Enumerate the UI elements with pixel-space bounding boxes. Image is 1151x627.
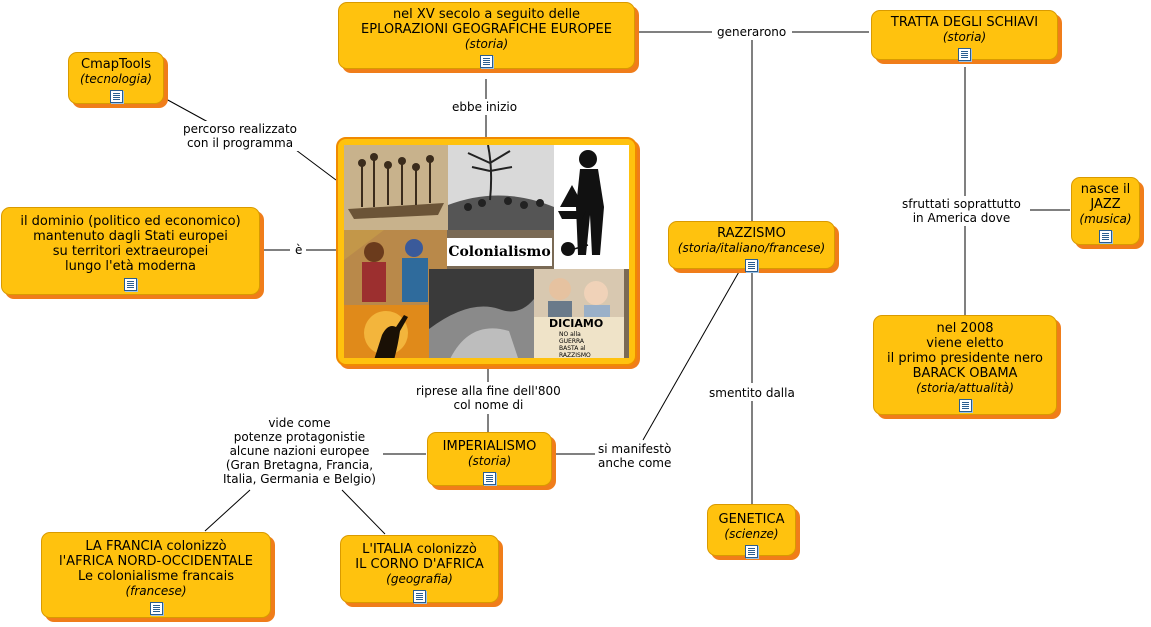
poster-text: NO alla GUERRA BASTA al RAZZISMO [559, 331, 591, 358]
node-obama-subject: (storia/attualità) [916, 381, 1014, 395]
line-vide-italia [341, 489, 386, 535]
document-icon[interactable] [958, 399, 972, 412]
node-francia-subject: (francese) [125, 584, 187, 598]
document-icon[interactable] [745, 545, 758, 558]
node-imperialismo[interactable]: IMPERIALISMO (storia) [427, 432, 552, 486]
node-cmaptools[interactable]: CmapTools (tecnologia) [68, 52, 164, 104]
node-colonialismo[interactable]: DICIAMO NO alla GUERRA BASTA al RAZZISMO… [336, 137, 637, 366]
chained-figure-picture [554, 145, 629, 269]
link-label-riprese[interactable]: riprese alla fine dell'800 col nome di [413, 383, 564, 413]
document-icon[interactable] [413, 590, 426, 603]
link-label-percorso[interactable]: percorso realizzato con il programma [180, 121, 301, 151]
colonialism-collage-image: DICIAMO NO alla GUERRA BASTA al RAZZISMO… [344, 145, 629, 358]
link-label-vide-come[interactable]: vide come potenze protagonistie alcune n… [220, 415, 379, 487]
collage-title: Colonialismo [447, 238, 552, 266]
node-razzismo[interactable]: RAZZISMO (storia/italiano/francese) [668, 221, 835, 272]
node-francia[interactable]: LA FRANCIA colonizzò l'AFRICA NORD-OCCID… [41, 532, 271, 618]
colonial-engraving-picture [448, 145, 554, 230]
link-label-e[interactable]: è [292, 242, 306, 258]
document-icon[interactable] [480, 55, 493, 68]
link-label-sfruttati[interactable]: sfruttati soprattutto in America dove [899, 196, 1024, 226]
document-icon[interactable] [483, 472, 496, 485]
node-esplorazioni-text: nel XV secolo a seguito delle EPLORAZION… [361, 7, 612, 37]
node-cmaptools-subject: (tecnologia) [80, 72, 152, 86]
node-cmaptools-text: CmapTools [81, 57, 151, 72]
node-tratta-subject: (storia) [942, 30, 987, 44]
node-tratta-text: TRATTA DEGLI SCHIAVI [890, 15, 1039, 30]
line-si-razzismo [642, 269, 741, 441]
node-jazz[interactable]: nasce il JAZZ (musica) [1071, 177, 1140, 245]
document-icon[interactable] [109, 90, 123, 103]
node-genetica-subject: (scienze) [724, 527, 779, 541]
node-jazz-subject: (musica) [1079, 212, 1132, 226]
poster-headline: DICIAMO [549, 317, 604, 330]
node-imperialismo-subject: (storia) [467, 454, 512, 468]
node-razzismo-text: RAZZISMO [717, 226, 786, 241]
line-cmap-percorso [165, 98, 209, 123]
document-icon[interactable] [745, 259, 758, 272]
node-obama-text: nel 2008 viene eletto il primo president… [887, 321, 1043, 381]
node-esplorazioni[interactable]: nel XV secolo a seguito delle EPLORAZION… [338, 2, 635, 69]
node-francia-text: LA FRANCIA colonizzò l'AFRICA NORD-OCCID… [58, 539, 254, 584]
node-dominio-text: il dominio (politico ed economico) mante… [20, 214, 241, 274]
document-icon[interactable] [124, 278, 137, 291]
node-genetica[interactable]: GENETICA (scienze) [707, 504, 796, 558]
saxophone-player-picture [344, 305, 429, 358]
document-icon[interactable] [149, 602, 163, 615]
link-label-smentito[interactable]: smentito dalla [706, 385, 798, 401]
document-icon[interactable] [958, 48, 971, 61]
document-icon[interactable] [1099, 230, 1112, 243]
node-esplorazioni-subject: (storia) [464, 37, 509, 51]
node-imperialismo-text: IMPERIALISMO [442, 439, 537, 454]
hands-picture [429, 269, 534, 358]
node-genetica-text: GENETICA [718, 512, 785, 527]
children-poster-picture [534, 269, 624, 358]
node-tratta[interactable]: TRATTA DEGLI SCHIAVI (storia) [871, 10, 1058, 61]
node-italia[interactable]: L'ITALIA colonizzò IL CORNO D'AFRICA (ge… [340, 535, 499, 603]
node-razzismo-subject: (storia/italiano/francese) [677, 241, 826, 255]
link-label-ebbe-inizio[interactable]: ebbe inizio [449, 99, 521, 115]
node-obama[interactable]: nel 2008 viene eletto il primo president… [873, 315, 1057, 415]
link-label-generarono[interactable]: generarono [714, 24, 790, 40]
node-italia-text: L'ITALIA colonizzò IL CORNO D'AFRICA [355, 542, 484, 572]
line-vide-francia [204, 489, 251, 532]
line-percorso-center [291, 146, 337, 181]
link-label-si-manifesto[interactable]: si manifestò anche come [595, 441, 675, 471]
slave-boat-picture [344, 145, 448, 230]
node-dominio[interactable]: il dominio (politico ed economico) mante… [1, 207, 260, 295]
node-jazz-text: nasce il JAZZ [1080, 182, 1131, 212]
node-italia-subject: (geografia) [386, 572, 453, 586]
